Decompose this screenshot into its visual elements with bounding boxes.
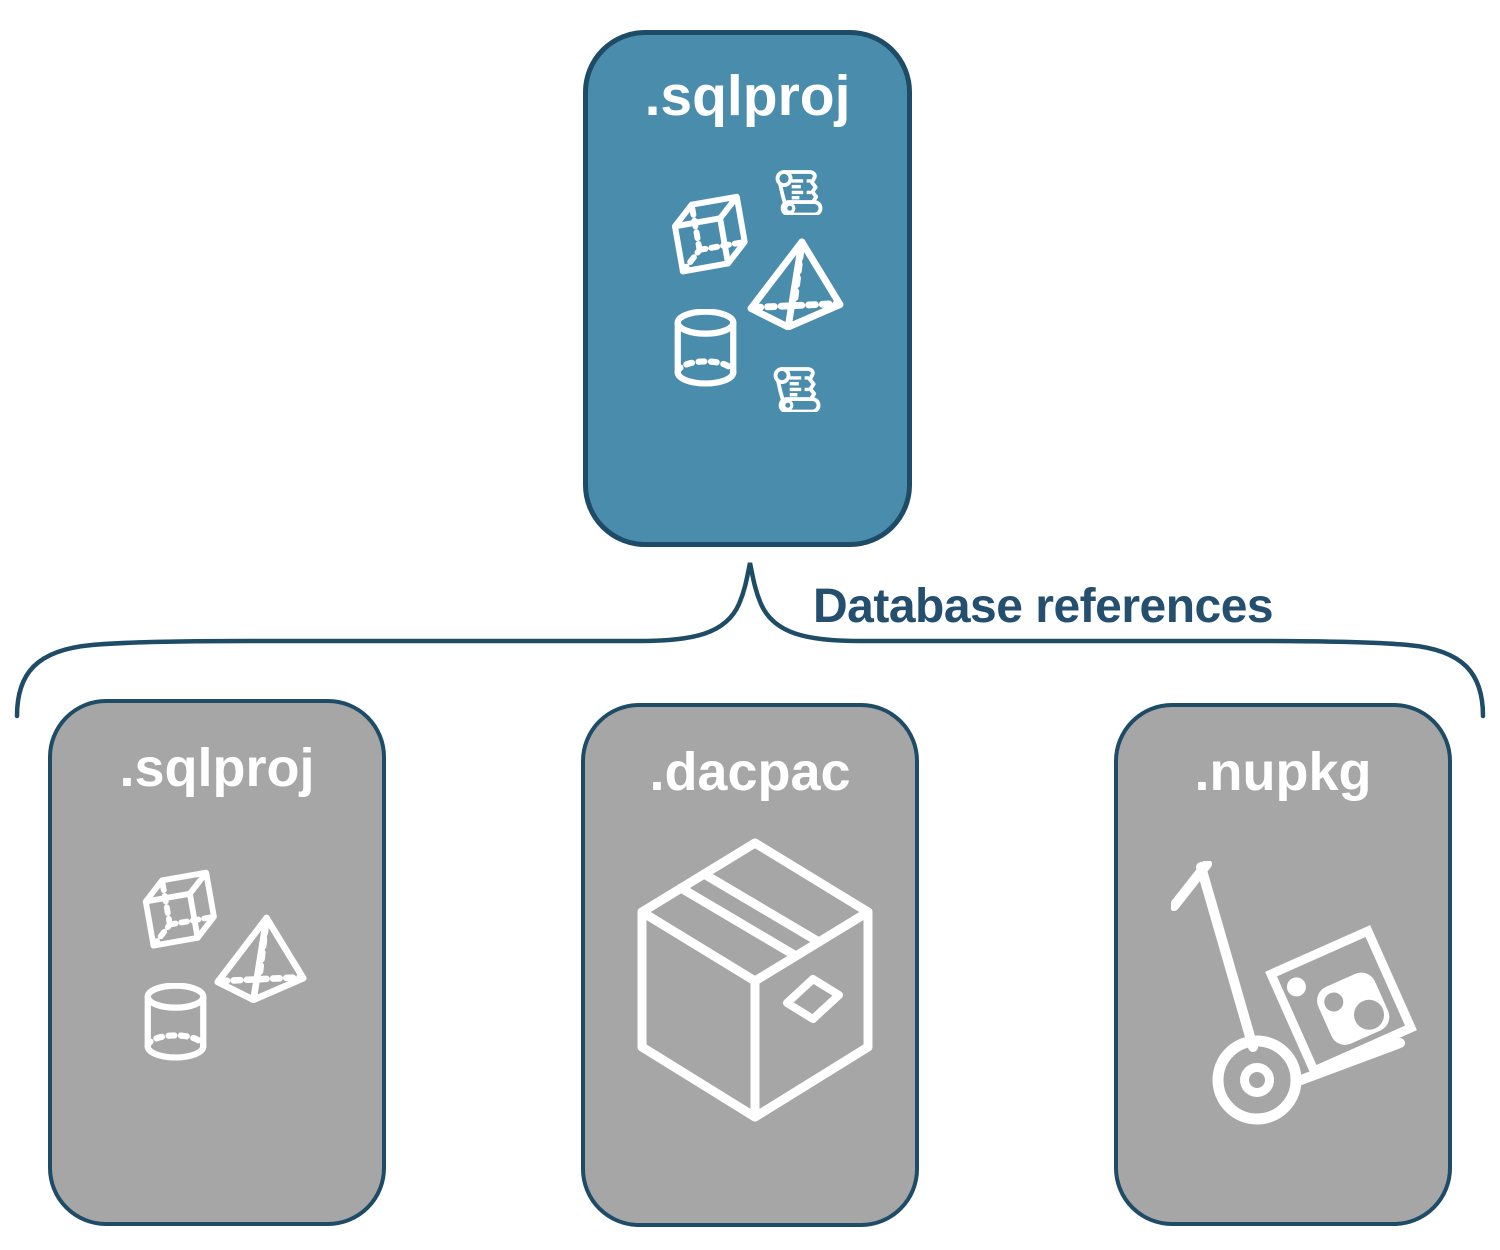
nuget-hand-truck-icon [1171, 861, 1421, 1126]
node-dacpac-reference: .dacpac [581, 703, 919, 1227]
connector-label: Database references [813, 580, 1274, 633]
cylinder-icon [148, 986, 204, 1058]
cube-icon [672, 197, 748, 272]
pyramid-icon [218, 918, 304, 1000]
sql-objects-icon [666, 170, 856, 412]
scroll-icon [775, 170, 823, 215]
cube-icon [143, 873, 217, 946]
reference-node-title: .nupkg [1194, 742, 1372, 802]
scroll-icon [773, 367, 821, 412]
parent-node-title: .sqlproj [644, 64, 851, 128]
pyramid-icon [751, 242, 840, 327]
package-box-icon [635, 838, 875, 1123]
reference-node-title: .dacpac [649, 742, 851, 802]
reference-node-title: .sqlproj [119, 738, 315, 798]
sql-objects-icon [137, 867, 307, 1063]
cylinder-icon [678, 312, 734, 384]
node-sqlproj-reference: .sqlproj [48, 699, 386, 1226]
node-sqlproj-parent: .sqlproj [583, 30, 912, 547]
node-nupkg-reference: .nupkg [1114, 703, 1452, 1226]
